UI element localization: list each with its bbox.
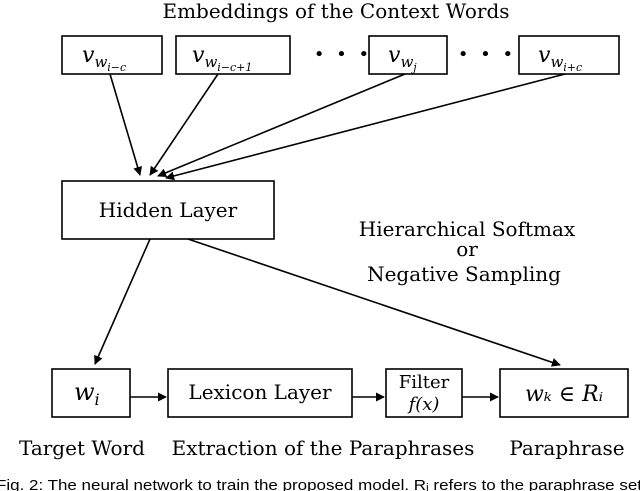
edge-hidden-to-target [94, 238, 151, 365]
filter-label: Filter [399, 372, 450, 393]
paraphrase-set-label: wₖ ∈ Rᵢ [525, 382, 603, 407]
objective-line-2: or [456, 237, 478, 261]
objective-annotation: Hierarchical Softmax or Negative Samplin… [359, 217, 576, 286]
context-embedding-label-2: vwi−c+1 [192, 43, 252, 74]
ellipsis-1: • • • [314, 44, 372, 65]
paraphrase-box: wₖ ∈ Rᵢ [499, 368, 629, 418]
hidden-layer-label: Hidden Layer [99, 198, 238, 222]
edge-context3-to-hidden [157, 73, 406, 178]
figure-caption: Fig. 2: The neural network to train the … [0, 477, 640, 491]
diagram-title: Embeddings of the Context Words [162, 0, 509, 23]
context-embedding-box-3: vwj [368, 35, 448, 75]
filter-function: f(x) [407, 394, 440, 415]
edge-context2-to-hidden [149, 73, 219, 176]
context-embedding-box-2: vwi−c+1 [175, 35, 291, 75]
lexicon-layer-label: Lexicon Layer [188, 380, 332, 404]
edge-context1-to-hidden [109, 73, 143, 176]
paraphrase-caption: Paraphrase [509, 436, 624, 460]
edge-context4-to-hidden [165, 73, 566, 181]
context-embedding-box-1: vwi−c [61, 35, 163, 75]
extraction-caption: Extraction of the Paraphrases [172, 436, 475, 460]
filter-box: Filter f(x) [385, 368, 463, 418]
context-embedding-label-3: vwj [388, 43, 417, 74]
objective-line-1: Hierarchical Softmax [359, 217, 576, 241]
hidden-layer-box: Hidden Layer [61, 180, 275, 240]
target-word-box: wi [51, 368, 131, 418]
ellipsis-2: • • • [458, 44, 516, 65]
objective-line-3: Negative Sampling [367, 262, 561, 286]
context-embedding-label-4: vwi+c [538, 43, 582, 74]
edge-hidden-to-paraphrase [187, 238, 561, 367]
context-embedding-label-1: vwi−c [82, 43, 126, 74]
target-word-caption: Target Word [19, 436, 145, 460]
lexicon-layer-box: Lexicon Layer [167, 368, 353, 418]
target-word-label: wi [74, 378, 100, 409]
context-embedding-box-4: vwi+c [518, 35, 620, 75]
